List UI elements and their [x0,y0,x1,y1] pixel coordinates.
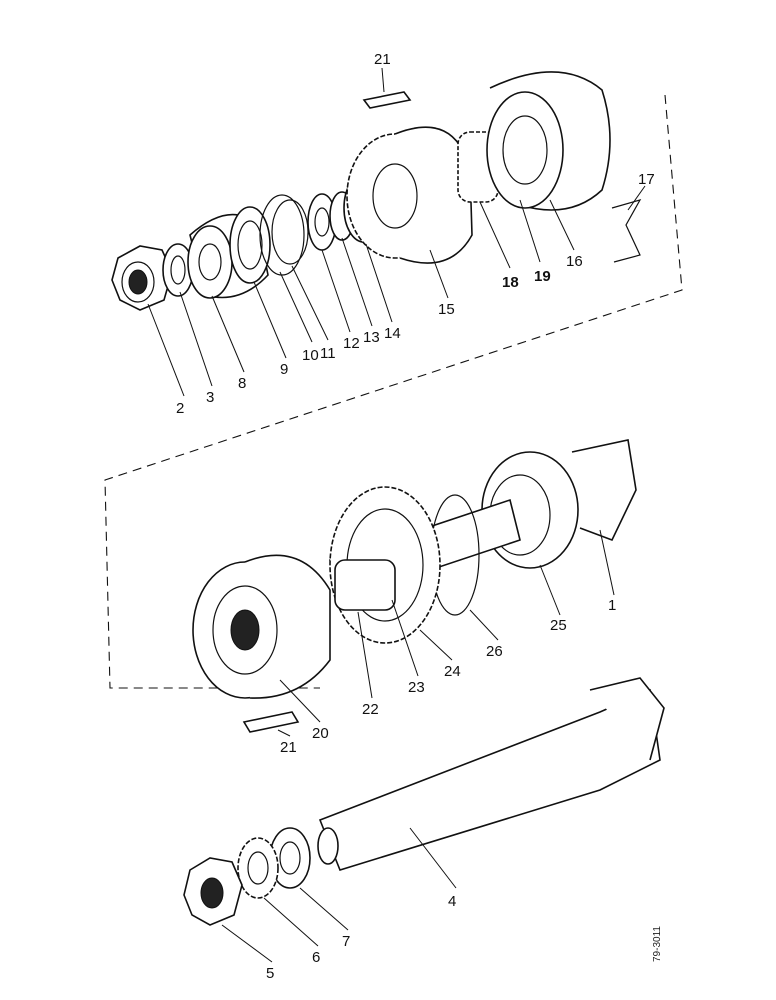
part-21-key-upper [362,91,412,109]
part-10-11-circlip-and-ring [259,194,309,276]
part-20-gear-hub [192,554,331,699]
callout-12: 12 [343,335,360,352]
part-21-key-lower [242,711,300,733]
part-4-splined-shaft [317,677,665,871]
callout-13: 13 [363,329,380,346]
callout-21-lower: 21 [280,739,297,756]
callout-18: 18 [502,274,519,291]
callout-10: 10 [302,347,319,364]
assembly-boundary-dashed [104,94,683,689]
callout-11: 11 [320,345,336,362]
callout-23: 23 [408,679,425,696]
callout-4: 4 [448,893,456,910]
part-9-bearing-cup [229,206,271,284]
part-17-spring-clip [611,199,642,263]
callout-25: 25 [550,617,567,634]
part-22-23-splined-collar [334,559,396,611]
callout-24: 24 [444,663,461,680]
leader-lines [147,67,646,963]
callout-labels: 21 2 3 8 9 10 11 12 13 14 15 18 19 16 17… [176,51,655,982]
callout-2: 2 [176,400,184,417]
callout-22: 22 [362,701,379,718]
callout-14: 14 [384,325,401,342]
callout-16: 16 [566,253,583,270]
part-5-nut [183,857,243,926]
part-15-gear [346,126,473,264]
callout-17: 17 [638,171,655,188]
part-1-bevel-pinion [571,439,637,542]
part-16-housing [486,71,611,211]
callout-20: 20 [312,725,329,742]
callout-8: 8 [238,375,246,392]
callout-26: 26 [486,643,503,660]
callout-7: 7 [342,933,350,950]
drawing-code: 79-3011 [652,926,663,962]
callout-15: 15 [438,301,455,318]
callout-9: 9 [280,361,288,378]
part-2-nut [111,245,173,311]
callout-6: 6 [312,949,320,966]
callout-19: 19 [534,268,551,285]
callout-21-upper: 21 [374,51,391,68]
callout-3: 3 [206,389,214,406]
part-6-lock-washer [237,837,279,899]
callout-1: 1 [608,597,616,614]
callout-5: 5 [266,965,274,982]
